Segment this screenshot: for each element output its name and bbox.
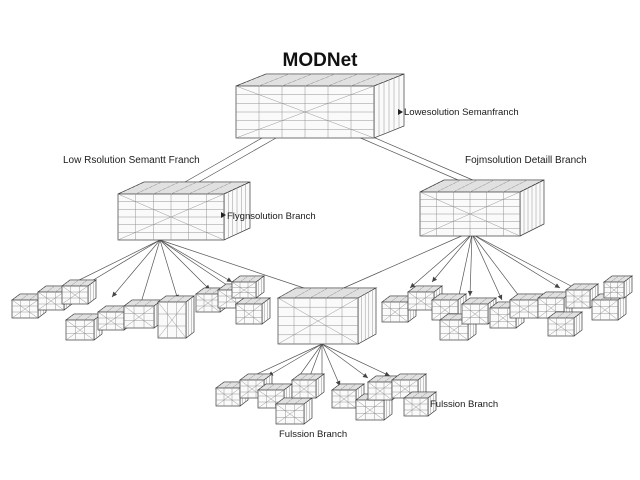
connector-top-right [355, 135, 473, 187]
connector-right-fan [456, 233, 473, 301]
connector-center-fan [321, 343, 369, 379]
fusion-bottom-label: Fulssion Branch [279, 429, 347, 440]
connector-top-left [191, 137, 277, 187]
small-block [10, 293, 48, 319]
connectors [54, 133, 591, 393]
connector-center-fan [267, 343, 323, 377]
connector-right-fan [431, 233, 473, 283]
right-branch-label: Fojmsolution Detaill Branch [465, 155, 587, 166]
connector-right-fan [467, 233, 473, 297]
connector-right-fan [409, 233, 473, 289]
diagram-title: MODNet [283, 50, 359, 71]
fusion-right-label: Fulssion Branch [430, 399, 498, 410]
connector-right-fan [471, 233, 523, 301]
left-block-label: Flygnsolution Branch [227, 211, 316, 222]
small-block [290, 373, 326, 399]
connector-center-fan [321, 343, 341, 387]
small-block [602, 275, 634, 299]
right-branch-block [419, 179, 545, 237]
connector-top-right [365, 133, 483, 185]
left-branch-block [117, 181, 251, 241]
small-block [234, 297, 272, 325]
connector-right-fan [471, 233, 503, 301]
connector-left-fan [159, 239, 233, 283]
connector-left-fan [139, 239, 161, 307]
small-block [274, 397, 314, 425]
connector-center-fan [321, 343, 391, 377]
small-block [156, 295, 196, 339]
small-block [60, 279, 98, 305]
connector-right-center [329, 233, 467, 295]
top-block-label: Lowesolution Semanfranch [404, 107, 519, 118]
connector-right-fan [471, 233, 561, 289]
small-block [402, 391, 438, 417]
pointer-icon [221, 212, 226, 218]
pointer-icon [398, 109, 403, 115]
connector-left-fan [111, 239, 161, 298]
center-fusion-block [276, 287, 378, 345]
small-block [438, 313, 478, 341]
small-block [64, 313, 104, 341]
top-block [235, 73, 405, 139]
blocks [10, 73, 634, 425]
left-branch-label: Low Rsolution Semantt Franch [63, 155, 200, 166]
small-block [122, 299, 164, 329]
small-block [546, 311, 584, 337]
small-block [230, 275, 266, 299]
